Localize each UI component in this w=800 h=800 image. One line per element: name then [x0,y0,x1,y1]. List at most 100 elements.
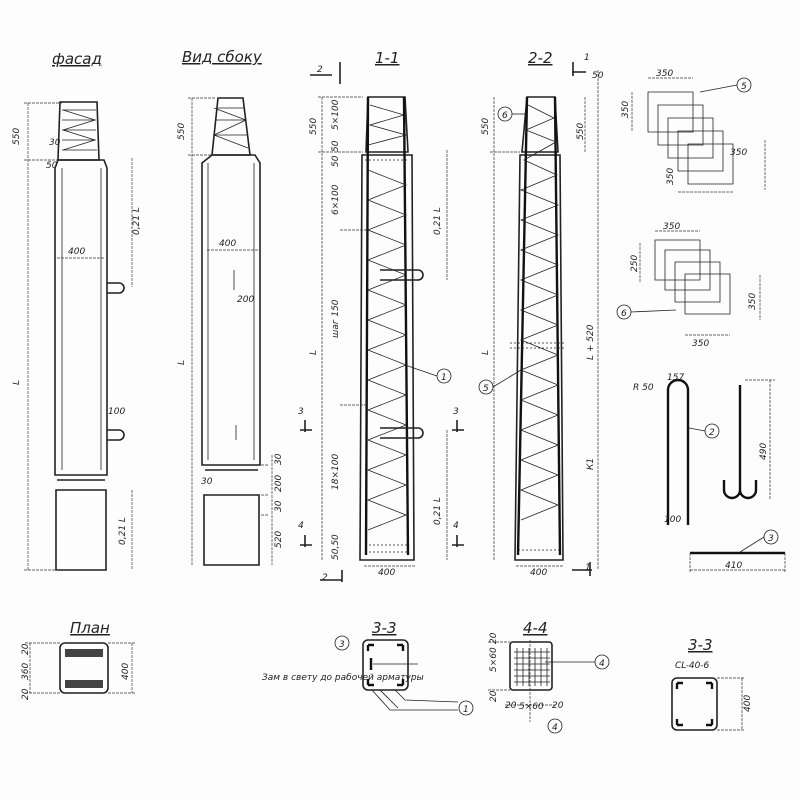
svg-text:План: План [70,619,110,637]
svg-text:20: 20 [21,688,31,700]
svg-text:0,21 L: 0,21 L [132,207,142,235]
svg-text:шаг 150: шаг 150 [331,299,341,338]
svg-text:L: L [12,380,22,385]
svg-text:1: 1 [463,705,469,715]
section-3-3-cl-40-6: 3-3 СL-40-6 400 [671,636,753,731]
svg-text:Зам в свету до рабочей арматур: Зам в свету до рабочей арматуры [262,673,424,683]
svg-text:410: 410 [725,561,742,571]
svg-text:400: 400 [530,568,547,578]
svg-text:0,21 L: 0,21 L [118,517,128,545]
svg-text:100: 100 [664,515,681,525]
svg-text:350: 350 [730,148,747,158]
svg-text:3: 3 [339,640,345,650]
svg-text:520: 520 [274,531,284,548]
svg-text:R 50: R 50 [633,383,654,393]
svg-text:6: 6 [621,309,627,319]
svg-text:550: 550 [12,128,22,145]
svg-text:50: 50 [331,155,341,167]
svg-text:4: 4 [599,659,605,669]
svg-text:1: 1 [585,563,591,573]
svg-text:20: 20 [21,643,31,655]
svg-text:30: 30 [274,453,284,465]
svg-text:50: 50 [592,71,604,81]
svg-text:5: 5 [741,82,747,92]
svg-text:L: L [309,350,319,355]
section-3-3: 3-3 3 Зам в свету до рабочей арматуры 1 [262,619,474,716]
svg-text:400: 400 [219,239,236,249]
svg-text:3-3: 3-3 [688,636,713,654]
stirrup-detail-5: 350 350 350 350 5 [621,69,766,193]
svg-text:400: 400 [121,663,131,680]
svg-text:4: 4 [453,521,459,531]
svg-text:200: 200 [274,475,284,492]
svg-text:0,21 L: 0,21 L [433,497,443,525]
svg-text:2: 2 [317,65,323,75]
svg-text:30: 30 [274,500,284,512]
svg-text:490: 490 [759,443,769,460]
bar-detail-3: 3 410 [689,529,786,573]
svg-text:30: 30 [201,477,213,487]
svg-text:20: 20 [489,632,499,644]
stirrup-detail-6: 350 250 350 350 6 [616,222,761,349]
section-4-4: 4-4 20 5×60 20 20 5×60 20 4 4 [488,619,610,734]
svg-text:3: 3 [298,407,304,417]
svg-text:350: 350 [692,339,709,349]
svg-text:2: 2 [322,573,328,583]
title-section-1-1: 1-1 [375,49,400,67]
svg-text:5: 5 [483,384,489,394]
svg-text:350: 350 [748,293,758,310]
svg-text:157: 157 [667,373,684,383]
svg-text:50,50: 50,50 [331,534,341,560]
svg-text:20: 20 [489,690,499,702]
facade-view: 550 50 30 0,21 L 400 L 100 0,21 L [12,101,142,571]
svg-text:3-3: 3-3 [372,619,397,637]
svg-text:L + 520: L + 520 [586,324,596,360]
svg-text:6: 6 [502,111,508,121]
svg-text:30: 30 [49,138,61,148]
title-section-2-2: 2-2 [528,49,553,67]
bar-detail-hooked: 490 [722,379,775,500]
svg-text:4: 4 [298,521,304,531]
title-facade: фасад [52,50,102,68]
svg-text:1: 1 [584,53,590,63]
svg-text:К1: К1 [586,458,596,470]
svg-text:400: 400 [378,568,395,578]
svg-text:100: 100 [108,407,125,417]
svg-text:400: 400 [68,247,85,257]
svg-text:L: L [481,350,491,355]
svg-text:5×100: 5×100 [331,99,341,130]
svg-text:550: 550 [481,118,491,135]
svg-text:250: 250 [630,255,640,272]
svg-text:18×100: 18×100 [331,454,341,490]
svg-text:3: 3 [453,407,459,417]
svg-text:350: 350 [621,101,631,118]
svg-text:2: 2 [709,428,715,438]
svg-text:550: 550 [177,123,187,140]
svg-text:4-4: 4-4 [523,619,548,637]
plan-view: План 20 360 20 400 [21,619,136,700]
svg-text:20: 20 [552,701,564,711]
svg-text:200: 200 [237,295,254,305]
svg-text:550: 550 [576,123,586,140]
svg-text:350: 350 [666,168,676,185]
svg-text:3: 3 [768,534,774,544]
svg-text:5×60: 5×60 [519,702,544,712]
svg-text:6×100: 6×100 [331,184,341,215]
svg-text:1: 1 [441,373,447,383]
bar-detail-2: R 50 157 2 100 [633,373,720,525]
svg-text:4: 4 [552,723,558,733]
title-side-view: Вид сбоку [182,48,263,66]
svg-text:350: 350 [656,69,673,79]
section-2-2: 550 L 6 5 400 550 L + 520 К1 1 1 50 [478,53,604,578]
svg-text:400: 400 [743,695,753,712]
section-1-1: 550 5×100 50 50 6×100 шаг 150 L 18×100 5… [298,62,464,583]
svg-text:0,21 L: 0,21 L [433,207,443,235]
svg-text:СL-40-6: СL-40-6 [675,661,710,671]
svg-text:5×60: 5×60 [489,647,499,672]
svg-text:350: 350 [663,222,680,232]
svg-text:360: 360 [21,663,31,680]
svg-text:50: 50 [46,161,58,171]
svg-text:50: 50 [331,140,341,152]
